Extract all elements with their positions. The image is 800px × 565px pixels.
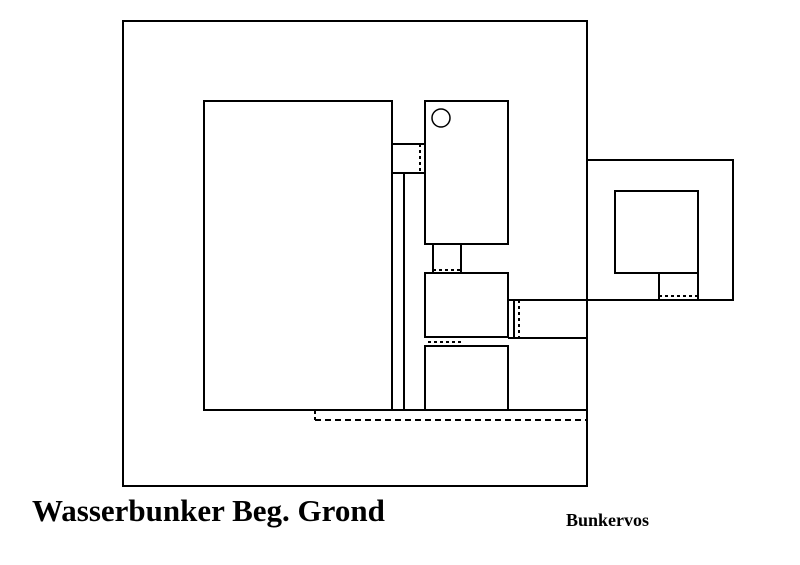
- diagram-title: Wasserbunker Beg. Grond: [32, 493, 385, 528]
- outer-enclosure: [122, 20, 588, 487]
- upper-room: [424, 100, 509, 245]
- lower-room: [424, 345, 509, 411]
- credit-label: Bunkervos: [566, 510, 650, 530]
- reservoir-room: [203, 100, 393, 411]
- circle-icon: [431, 108, 451, 128]
- middle-room: [424, 272, 509, 338]
- annex-room: [614, 190, 699, 274]
